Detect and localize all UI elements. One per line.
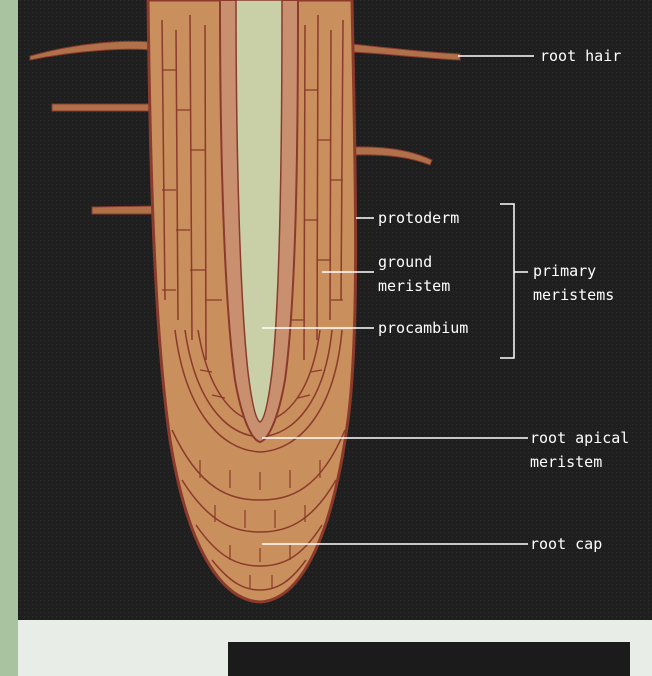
root-hair-left-2 [52,104,152,111]
label-ground-meristem-line2: meristem [378,277,450,295]
label-root-apical-meristem-line2: meristem [530,453,602,471]
bottom-caption-bar [228,642,630,676]
label-procambium: procambium [378,319,468,337]
label-ground-meristem-line1: ground [378,253,432,271]
label-protoderm: protoderm [378,209,459,227]
label-root-cap: root cap [530,535,602,553]
label-root-apical-meristem-line1: root apical [530,429,629,447]
label-primary-meristems-line1: primary [533,262,596,280]
label-primary-meristems-line2: meristems [533,286,614,304]
left-border [0,0,18,676]
root-hair-left-3 [92,206,155,214]
label-root-hair: root hair [540,47,621,65]
